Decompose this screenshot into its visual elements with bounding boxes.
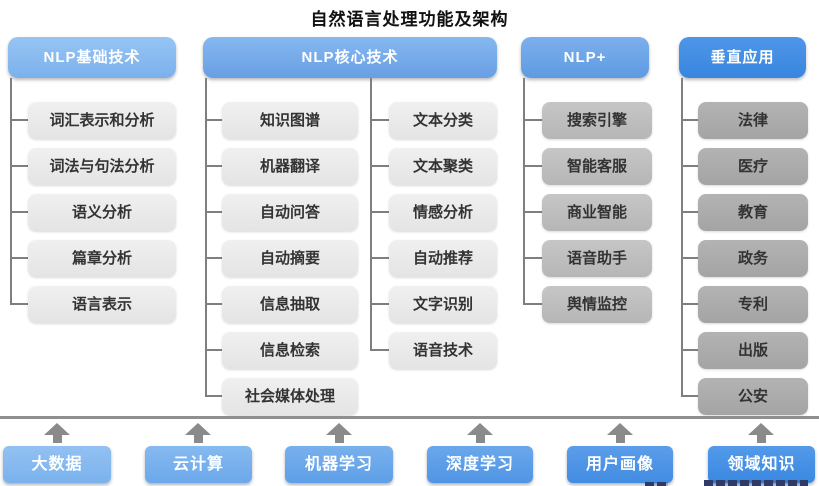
diagram-title: 自然语言处理功能及架构 — [310, 10, 509, 29]
header-vertical-apps: 垂直应用 — [679, 37, 806, 78]
tree-node: 语音助手 — [542, 240, 652, 277]
connector-line — [10, 211, 28, 213]
section-divider — [0, 416, 819, 419]
tree-node: 舆情监控 — [542, 286, 652, 323]
connector-line — [523, 165, 542, 167]
tree-node: 文字识别 — [389, 286, 497, 323]
tree-node: 出版 — [698, 332, 808, 369]
connector-line — [205, 119, 222, 121]
tree-node: 知识图谱 — [222, 102, 358, 139]
up-arrow-icon — [44, 423, 70, 443]
connector-line — [370, 165, 389, 167]
tree-node: 信息抽取 — [222, 286, 358, 323]
foundation-box-cloud: 云计算 — [145, 446, 252, 483]
connector-line — [681, 395, 698, 397]
tree-node: 文本分类 — [389, 102, 497, 139]
connector-line — [370, 257, 389, 259]
tree-node: 语音技术 — [389, 332, 497, 369]
connector-line — [10, 78, 12, 305]
connector-line — [370, 303, 389, 305]
tree-node: 语言表示 — [28, 286, 176, 323]
tree-node: 信息检索 — [222, 332, 358, 369]
tree-node: 自动摘要 — [222, 240, 358, 277]
connector-line — [370, 349, 389, 351]
up-arrow-icon — [748, 423, 774, 443]
tree-node: 教育 — [698, 194, 808, 231]
foundation-box-big-data: 大数据 — [3, 446, 111, 483]
tree-node: 搜索引擎 — [542, 102, 652, 139]
connector-line — [205, 165, 222, 167]
tree-node: 篇章分析 — [28, 240, 176, 277]
connector-line — [10, 303, 28, 305]
up-arrow-icon — [185, 423, 211, 443]
tree-node: 自动推荐 — [389, 240, 497, 277]
connector-line — [681, 349, 698, 351]
tree-node: 医疗 — [698, 148, 808, 185]
tree-node: 政务 — [698, 240, 808, 277]
tree-node: 情感分析 — [389, 194, 497, 231]
tree-node: 文本聚类 — [389, 148, 497, 185]
watermark-fragment — [645, 482, 668, 486]
connector-line — [10, 257, 28, 259]
up-arrow-icon — [326, 423, 352, 443]
connector-line — [205, 303, 222, 305]
tree-node: 专利 — [698, 286, 808, 323]
connector-line — [205, 349, 222, 351]
header-nlp-core: NLP核心技术 — [203, 37, 497, 78]
tree-node: 词法与句法分析 — [28, 148, 176, 185]
connector-line — [370, 211, 389, 213]
connector-line — [205, 78, 207, 397]
connector-line — [370, 78, 372, 351]
connector-line — [681, 78, 683, 397]
foundation-box-deep-learning: 深度学习 — [427, 446, 533, 483]
tree-node: 机器翻译 — [222, 148, 358, 185]
connector-line — [205, 257, 222, 259]
tree-node: 公安 — [698, 378, 808, 415]
connector-line — [523, 211, 542, 213]
tree-node: 词汇表示和分析 — [28, 102, 176, 139]
connector-line — [681, 257, 698, 259]
connector-line — [205, 211, 222, 213]
foundation-box-domain-knowledge: 领域知识 — [708, 446, 815, 483]
header-nlp-plus: NLP+ — [521, 37, 649, 78]
connector-line — [10, 119, 28, 121]
connector-line — [523, 119, 542, 121]
connector-line — [681, 211, 698, 213]
foundation-box-user-profile: 用户画像 — [567, 446, 673, 483]
connector-line — [681, 303, 698, 305]
foundation-box-machine-learning: 机器学习 — [285, 446, 393, 483]
tree-node: 商业智能 — [542, 194, 652, 231]
connector-line — [523, 257, 542, 259]
connector-line — [370, 119, 389, 121]
tree-node: 自动问答 — [222, 194, 358, 231]
header-nlp-foundation: NLP基础技术 — [8, 37, 176, 78]
tree-node: 法律 — [698, 102, 808, 139]
watermark-fragment — [704, 480, 808, 486]
connector-line — [523, 303, 542, 305]
tree-node: 语义分析 — [28, 194, 176, 231]
connector-line — [681, 165, 698, 167]
up-arrow-icon — [607, 423, 633, 443]
connector-line — [205, 395, 222, 397]
connector-line — [523, 78, 525, 305]
connector-line — [681, 119, 698, 121]
tree-node: 社会媒体处理 — [222, 378, 358, 415]
up-arrow-icon — [467, 423, 493, 443]
connector-line — [10, 165, 28, 167]
tree-node: 智能客服 — [542, 148, 652, 185]
